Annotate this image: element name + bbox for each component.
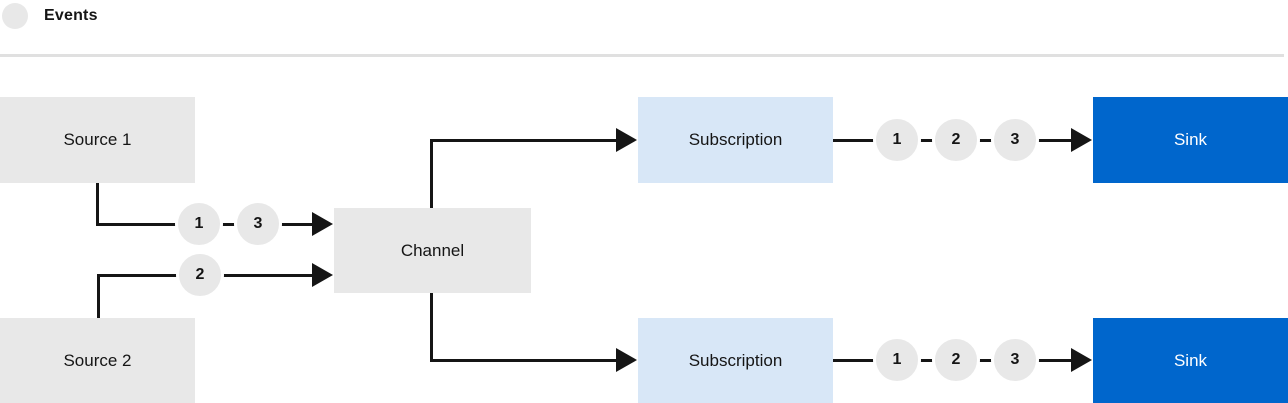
- event-badge: 1: [873, 336, 921, 384]
- arrowhead-icon: [616, 348, 637, 372]
- node-sink-top: Sink: [1093, 97, 1288, 183]
- legend-divider: [0, 54, 1284, 57]
- event-badge: 3: [991, 116, 1039, 164]
- node-sink-bottom: Sink: [1093, 318, 1288, 403]
- node-channel: Channel: [334, 208, 531, 293]
- arrowhead-icon: [312, 212, 333, 236]
- event-badge: 2: [176, 251, 224, 299]
- event-badge: 1: [175, 200, 223, 248]
- flow-line-channel-up: [430, 139, 433, 208]
- flow-line-source1-down: [96, 183, 99, 225]
- events-legend-label: Events: [44, 7, 98, 24]
- flow-line-channel-down: [430, 293, 433, 362]
- node-subscription-bottom: Subscription: [638, 318, 833, 403]
- arrowhead-icon: [616, 128, 637, 152]
- event-badge: 3: [234, 200, 282, 248]
- node-source-2: Source 2: [0, 318, 195, 403]
- event-badge: 3: [991, 336, 1039, 384]
- flow-line-source2-up: [97, 275, 100, 318]
- event-badge: 1: [873, 116, 921, 164]
- events-legend-icon: [2, 3, 28, 29]
- node-source-1: Source 1: [0, 97, 195, 183]
- node-subscription-top: Subscription: [638, 97, 833, 183]
- arrowhead-icon: [1071, 348, 1092, 372]
- arrowhead-icon: [312, 263, 333, 287]
- flow-line-channel-to-subscription-bottom: [430, 359, 617, 362]
- event-badge: 2: [932, 116, 980, 164]
- event-badge: 2: [932, 336, 980, 384]
- flow-line-channel-to-subscription-top: [430, 139, 617, 142]
- arrowhead-icon: [1071, 128, 1092, 152]
